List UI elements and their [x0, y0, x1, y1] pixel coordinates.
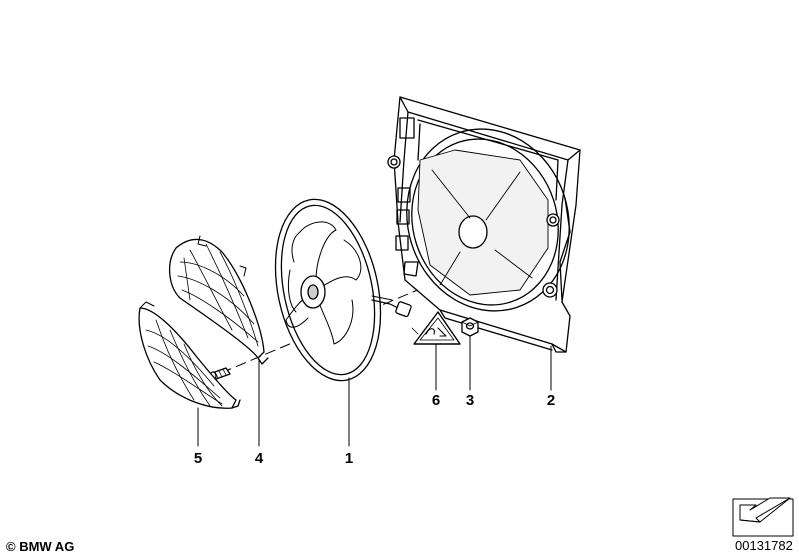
hex-nut: [461, 317, 479, 337]
electric-fan-motor: [274, 198, 412, 382]
callout-leader-lines: [197, 335, 552, 447]
assembly-axis-line: [227, 231, 556, 371]
callout-6: 6: [431, 392, 441, 409]
copyright-text: © BMW AG: [6, 539, 75, 554]
direction-arrow-icon: [732, 497, 794, 537]
callout-3: 3: [465, 392, 475, 409]
fan-grille-lower: [138, 301, 241, 409]
fan-grille-upper: [169, 235, 269, 365]
callout-4: 4: [254, 450, 264, 467]
fan-shroud-frame: [387, 96, 581, 353]
callout-1: 1: [344, 450, 354, 467]
warning-label: [411, 311, 461, 345]
callout-5: 5: [193, 450, 203, 467]
document-number: 00131782: [735, 538, 793, 553]
callout-2: 2: [546, 392, 556, 409]
